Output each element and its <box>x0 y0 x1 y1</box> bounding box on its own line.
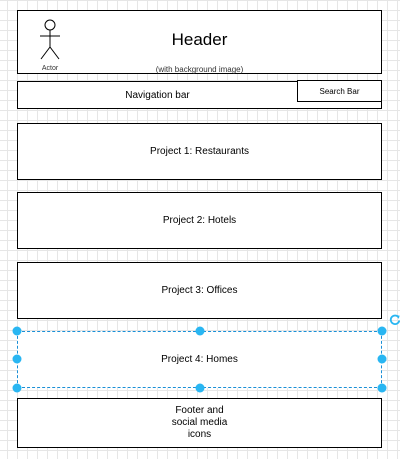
header-subtitle: (with background image) <box>155 65 244 74</box>
resize-handle-bottom-left[interactable] <box>12 383 22 393</box>
resize-handle-right[interactable] <box>377 354 387 364</box>
footer-box[interactable]: Footer and social media icons <box>17 398 382 448</box>
project-1-label: Project 1: Restaurants <box>150 146 249 157</box>
actor-label: Actor <box>41 65 59 72</box>
project-3-label: Project 3: Offices <box>161 285 238 296</box>
stick-figure-icon <box>40 19 60 60</box>
project-2-label: Project 2: Hotels <box>162 215 237 226</box>
resize-handle-top-left[interactable] <box>12 326 22 336</box>
resize-handle-left[interactable] <box>12 354 22 364</box>
resize-handle-top[interactable] <box>195 326 205 336</box>
footer-label: Footer and social media icons <box>171 405 228 440</box>
header-box[interactable]: Actor Header (with background image) <box>17 10 382 74</box>
search-bar-label: Search Bar <box>319 86 360 96</box>
project-1-box[interactable]: Project 1: Restaurants <box>17 123 382 180</box>
actor-shape[interactable]: Actor <box>35 19 65 72</box>
header-title: Header <box>171 30 228 49</box>
search-bar-box[interactable]: Search Bar <box>297 80 382 102</box>
project-3-box[interactable]: Project 3: Offices <box>17 262 382 319</box>
resize-handle-top-right[interactable] <box>377 326 387 336</box>
resize-handle-bottom-right[interactable] <box>377 383 387 393</box>
navigation-bar-label: Navigation bar <box>125 89 190 101</box>
project-4-box-selected[interactable]: Project 4: Homes <box>17 331 382 388</box>
project-4-label: Project 4: Homes <box>161 354 238 365</box>
rotate-handle-icon[interactable] <box>389 313 400 325</box>
project-2-box[interactable]: Project 2: Hotels <box>17 192 382 249</box>
resize-handle-bottom[interactable] <box>195 383 205 393</box>
